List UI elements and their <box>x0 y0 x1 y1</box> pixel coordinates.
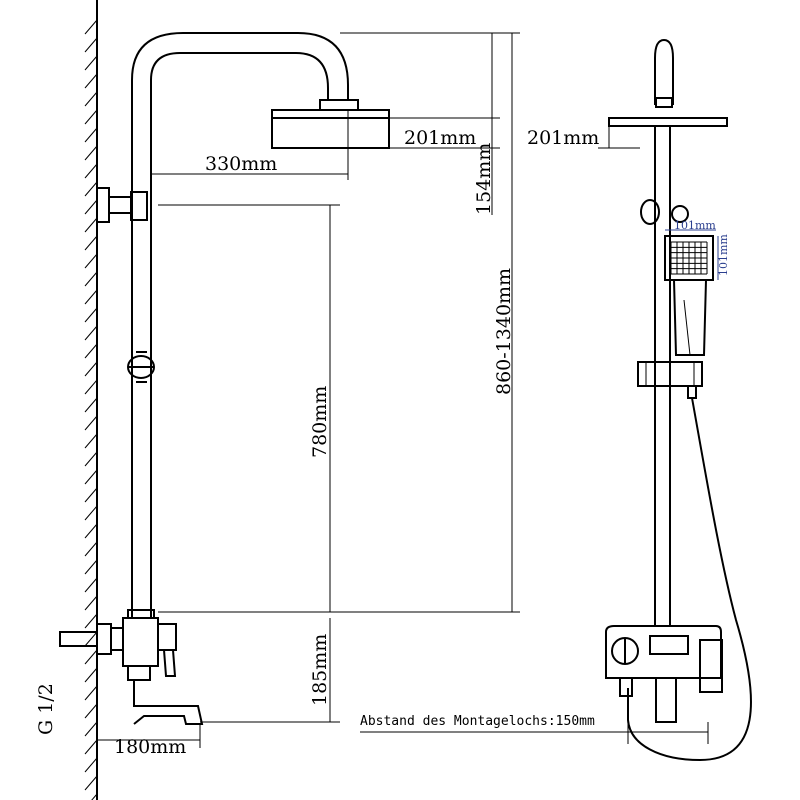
front-riser-pipe <box>654 126 671 625</box>
wall-hatch-line <box>84 343 98 359</box>
head-diameter-side-label: 201mm <box>404 127 476 149</box>
wall-hatch-line <box>84 253 98 269</box>
wall-hatch-line <box>84 613 98 629</box>
riser-pipe <box>131 80 152 618</box>
wall-hatch-line <box>84 73 98 89</box>
wall-hatch-line <box>84 487 98 503</box>
wall-hatch-line <box>84 433 98 449</box>
mounting-distance-dimension <box>360 722 709 744</box>
mounting-distance-note: Abstand des Montagelochs:150mm <box>360 714 595 729</box>
wall-hatch-line <box>84 577 98 593</box>
mixer-height-label: 185mm <box>309 634 331 706</box>
front-view: 101mm 101mm Abst <box>360 38 752 762</box>
wall-hatch-line <box>84 379 98 395</box>
wall-hatch-line <box>84 289 98 305</box>
wall-hatch-line <box>84 271 98 287</box>
wall-hatch-line <box>84 469 98 485</box>
wall <box>84 0 98 800</box>
hand-shower-width-label: 101mm <box>674 219 716 232</box>
head-diameter-front-label: 201mm <box>527 127 599 149</box>
front-rain-shower-head <box>608 117 728 149</box>
wall-hatch-line <box>84 217 98 233</box>
wall-hatch-line <box>84 37 98 53</box>
wall-hatch-line <box>84 163 98 179</box>
wall-hatch-line <box>84 649 98 665</box>
wall-hatch-line <box>84 199 98 215</box>
spout-length-label: 180mm <box>114 736 186 758</box>
wall-hatch-line <box>84 307 98 323</box>
wall-hatch-line <box>84 415 98 431</box>
wall-hatch-line <box>84 703 98 719</box>
wall-hatch-line <box>84 631 98 647</box>
hand-shower <box>664 235 714 356</box>
mixer-valve <box>59 609 177 681</box>
wall-hatch-line <box>84 91 98 107</box>
wall-hatch-line <box>84 325 98 341</box>
wall-hatch-line <box>84 181 98 197</box>
wall-hatch-line <box>84 19 98 35</box>
arm-reach-label: 330mm <box>205 153 277 175</box>
wall-hatch-line <box>84 523 98 539</box>
shower-hose <box>627 397 752 762</box>
wall-hatch-line <box>84 127 98 143</box>
wall-hatch-line <box>84 721 98 737</box>
wall-hatch-line <box>84 757 98 773</box>
wall-hatch-line <box>91 793 98 800</box>
hand-shower-dimensions: 101mm 101mm <box>665 219 730 280</box>
wall-hatch-line <box>84 145 98 161</box>
front-shower-arm <box>654 38 674 108</box>
wall-hatch-line <box>84 451 98 467</box>
wall-bracket <box>96 187 148 223</box>
rail-length-label: 780mm <box>309 386 331 458</box>
dimension-lines <box>97 32 520 748</box>
side-view: 201mm 330mm 154mm 860-1340mm 780mm 185mm… <box>35 32 520 758</box>
wall-hatch-line <box>84 775 98 791</box>
head-height-label: 154mm <box>473 143 495 215</box>
thread-size-label: G 1/2 <box>35 683 57 735</box>
wall-hatch-line <box>84 541 98 557</box>
wall-hatch-line <box>84 397 98 413</box>
wall-hatch-line <box>84 685 98 701</box>
height-slider <box>127 351 155 383</box>
wall-hatch-line <box>84 361 98 377</box>
wall-hatch-line <box>84 667 98 683</box>
total-height-label: 860-1340mm <box>493 268 515 395</box>
shower-arm <box>131 32 359 111</box>
hand-shower-height-label: 101mm <box>717 234 730 276</box>
wall-hatch-line <box>84 739 98 755</box>
front-wall-bracket <box>640 199 689 225</box>
wall-hatch-line <box>84 505 98 521</box>
rain-shower-head <box>271 109 390 149</box>
wall-hatch-line <box>84 235 98 251</box>
bath-spout <box>133 680 204 725</box>
wall-hatch-line <box>84 55 98 71</box>
wall-hatch-line <box>84 109 98 125</box>
wall-hatch-line <box>84 595 98 611</box>
front-mixer-valve <box>605 625 723 723</box>
wall-hatch-line <box>84 559 98 575</box>
